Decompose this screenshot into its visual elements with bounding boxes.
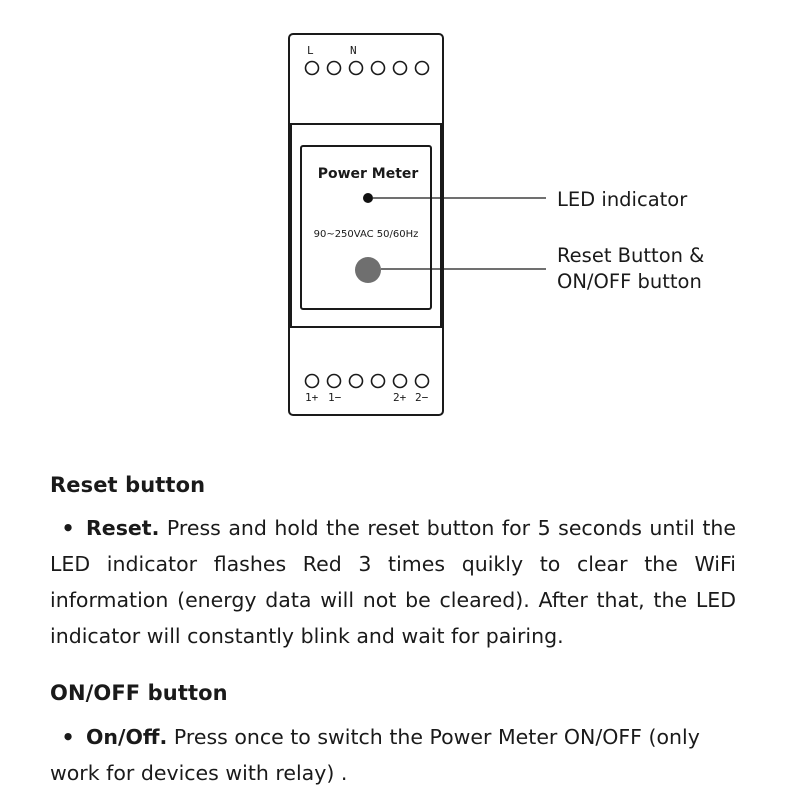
- reset-button-callout-line2: ON/OFF button: [557, 270, 702, 293]
- terminal-label-L: L: [307, 44, 314, 57]
- terminal-label-N: N: [350, 44, 357, 57]
- terminal-screw-icon: [304, 60, 320, 76]
- bullet-icon: •: [61, 516, 75, 540]
- round-button-icon: [355, 257, 381, 283]
- device-body: [290, 123, 442, 328]
- reset-button-callout-line1: Reset Button &: [557, 244, 704, 267]
- device-diagram: L N 1+ 1− 2+ 2− Power Meter 90~250VAC 50…: [288, 33, 704, 416]
- terminal-screw-icon: [392, 60, 408, 76]
- terminal-label-1minus: 1−: [328, 391, 342, 404]
- terminal-screw-icon: [414, 373, 430, 389]
- front-panel: [300, 145, 432, 310]
- terminal-screw-icon: [370, 373, 386, 389]
- led-indicator-callout: LED indicator: [557, 188, 688, 211]
- reset-section-heading: Reset button: [50, 473, 206, 497]
- terminal-screw-icon: [348, 60, 364, 76]
- device-housing: [288, 33, 444, 416]
- top-terminal-row: [304, 60, 430, 76]
- onoff-bullet-title: On/Off.: [86, 725, 168, 749]
- terminal-label-2minus: 2−: [415, 391, 429, 404]
- terminal-screw-icon: [326, 373, 342, 389]
- terminal-screw-icon: [304, 373, 320, 389]
- reset-bullet-title: Reset.: [86, 516, 160, 540]
- panel-title: Power Meter: [318, 166, 419, 182]
- onoff-bullet: • On/Off. Press once to switch the Power …: [50, 719, 736, 791]
- terminal-label-2plus: 2+: [393, 391, 407, 404]
- onoff-section-heading: ON/OFF button: [50, 681, 228, 705]
- onoff-bullet-text: Press once to switch the Power Meter ON/…: [50, 725, 700, 785]
- terminal-screw-icon: [414, 60, 430, 76]
- bullet-icon: •: [61, 725, 75, 749]
- terminal-screw-icon: [392, 373, 408, 389]
- terminal-screw-icon: [370, 60, 386, 76]
- terminal-label-1plus: 1+: [305, 391, 319, 404]
- reset-bullet-text: Press and hold the reset button for 5 se…: [50, 516, 736, 648]
- terminal-screw-icon: [326, 60, 342, 76]
- led-dot-icon: [363, 193, 373, 203]
- terminal-screw-icon: [348, 373, 364, 389]
- bottom-terminal-row: [304, 373, 430, 389]
- reset-bullet: • Reset. Press and hold the reset button …: [50, 510, 736, 654]
- rating-label: 90~250VAC 50/60Hz: [314, 229, 419, 240]
